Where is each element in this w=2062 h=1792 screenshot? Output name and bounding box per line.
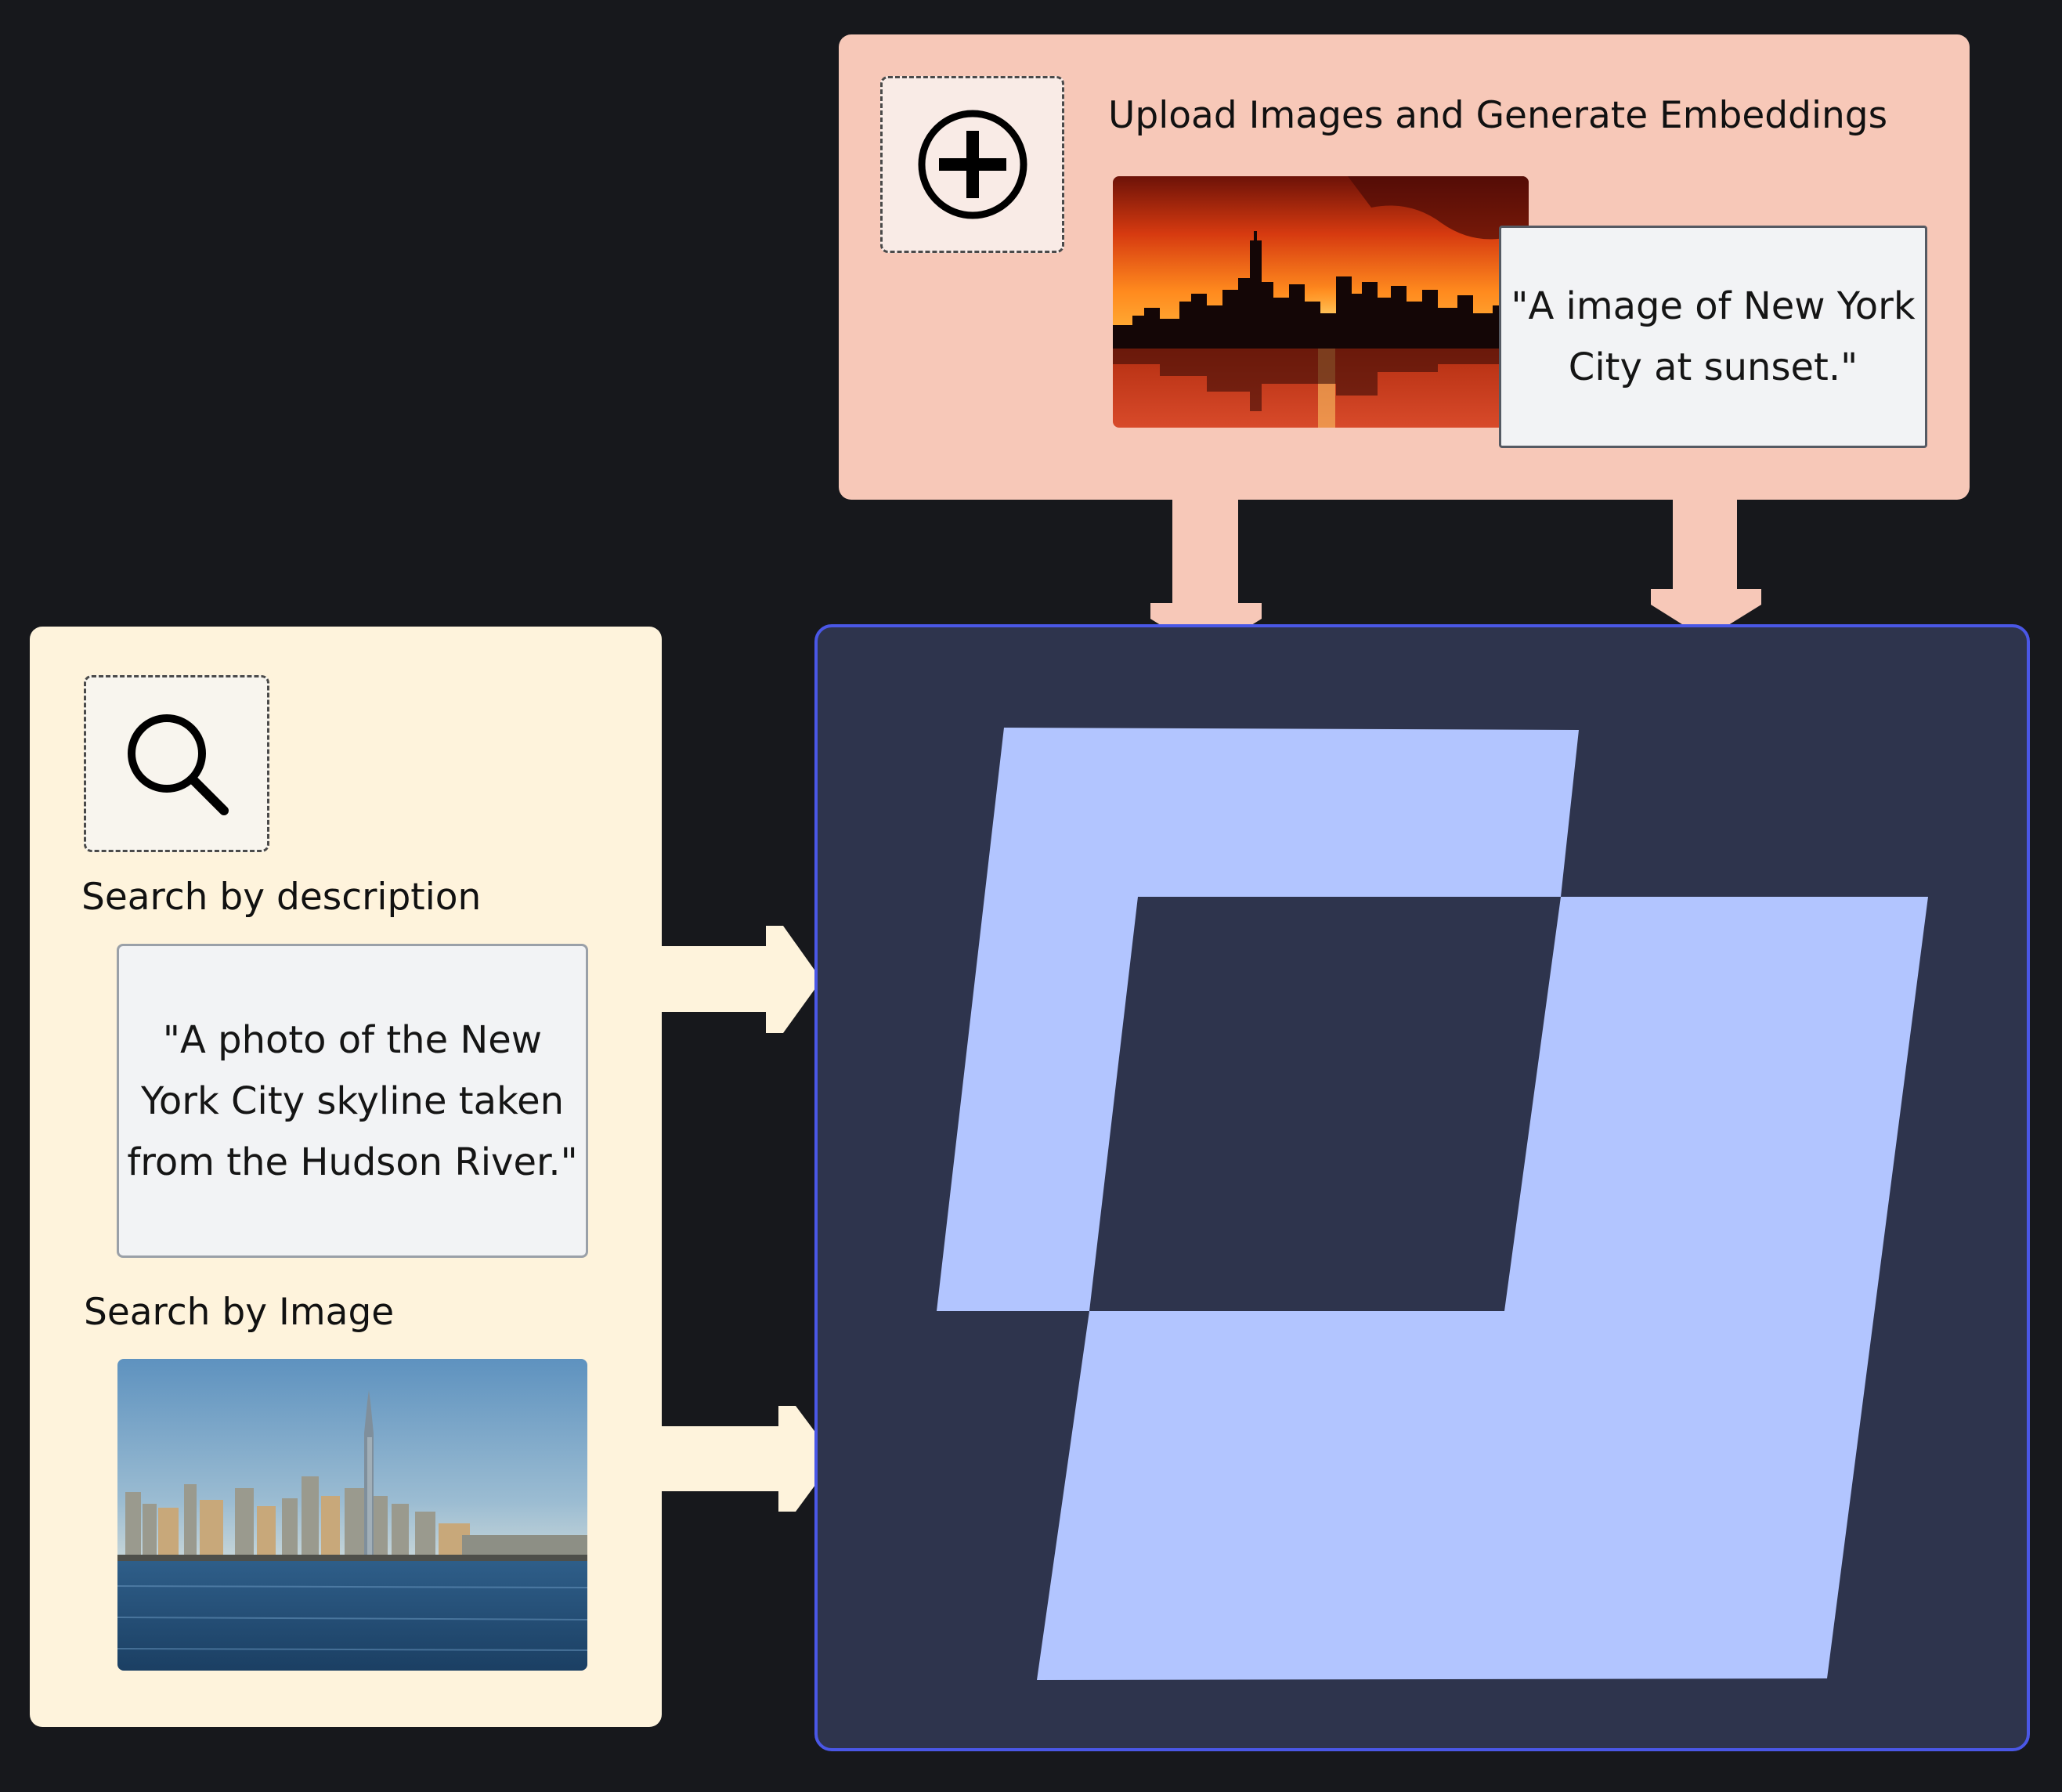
sunset-caption: "A image of New York City at sunset." [1499, 226, 1927, 448]
plus-circle-icon [918, 110, 1027, 219]
sunset-city-photo [1113, 176, 1529, 428]
search-image-arrow [660, 1406, 835, 1512]
upload-button[interactable] [880, 76, 1064, 253]
upload-title: Upload Images and Generate Embeddings [1108, 94, 1888, 137]
upload-arrow-right [1651, 498, 1761, 639]
skyline-query-photo[interactable] [117, 1359, 587, 1671]
search-button[interactable] [84, 675, 269, 852]
description-query-input[interactable]: "A photo of the New York City skyline ta… [117, 944, 588, 1258]
search-by-image-label: Search by Image [84, 1291, 395, 1334]
vector-database-panel [814, 624, 2030, 1751]
vector-db-logo-icon [937, 728, 1928, 1680]
magnifier-icon [127, 714, 229, 815]
search-by-description-label: Search by description [81, 876, 482, 919]
upload-arrow-left [1150, 498, 1262, 653]
search-description-arrow [660, 926, 822, 1033]
